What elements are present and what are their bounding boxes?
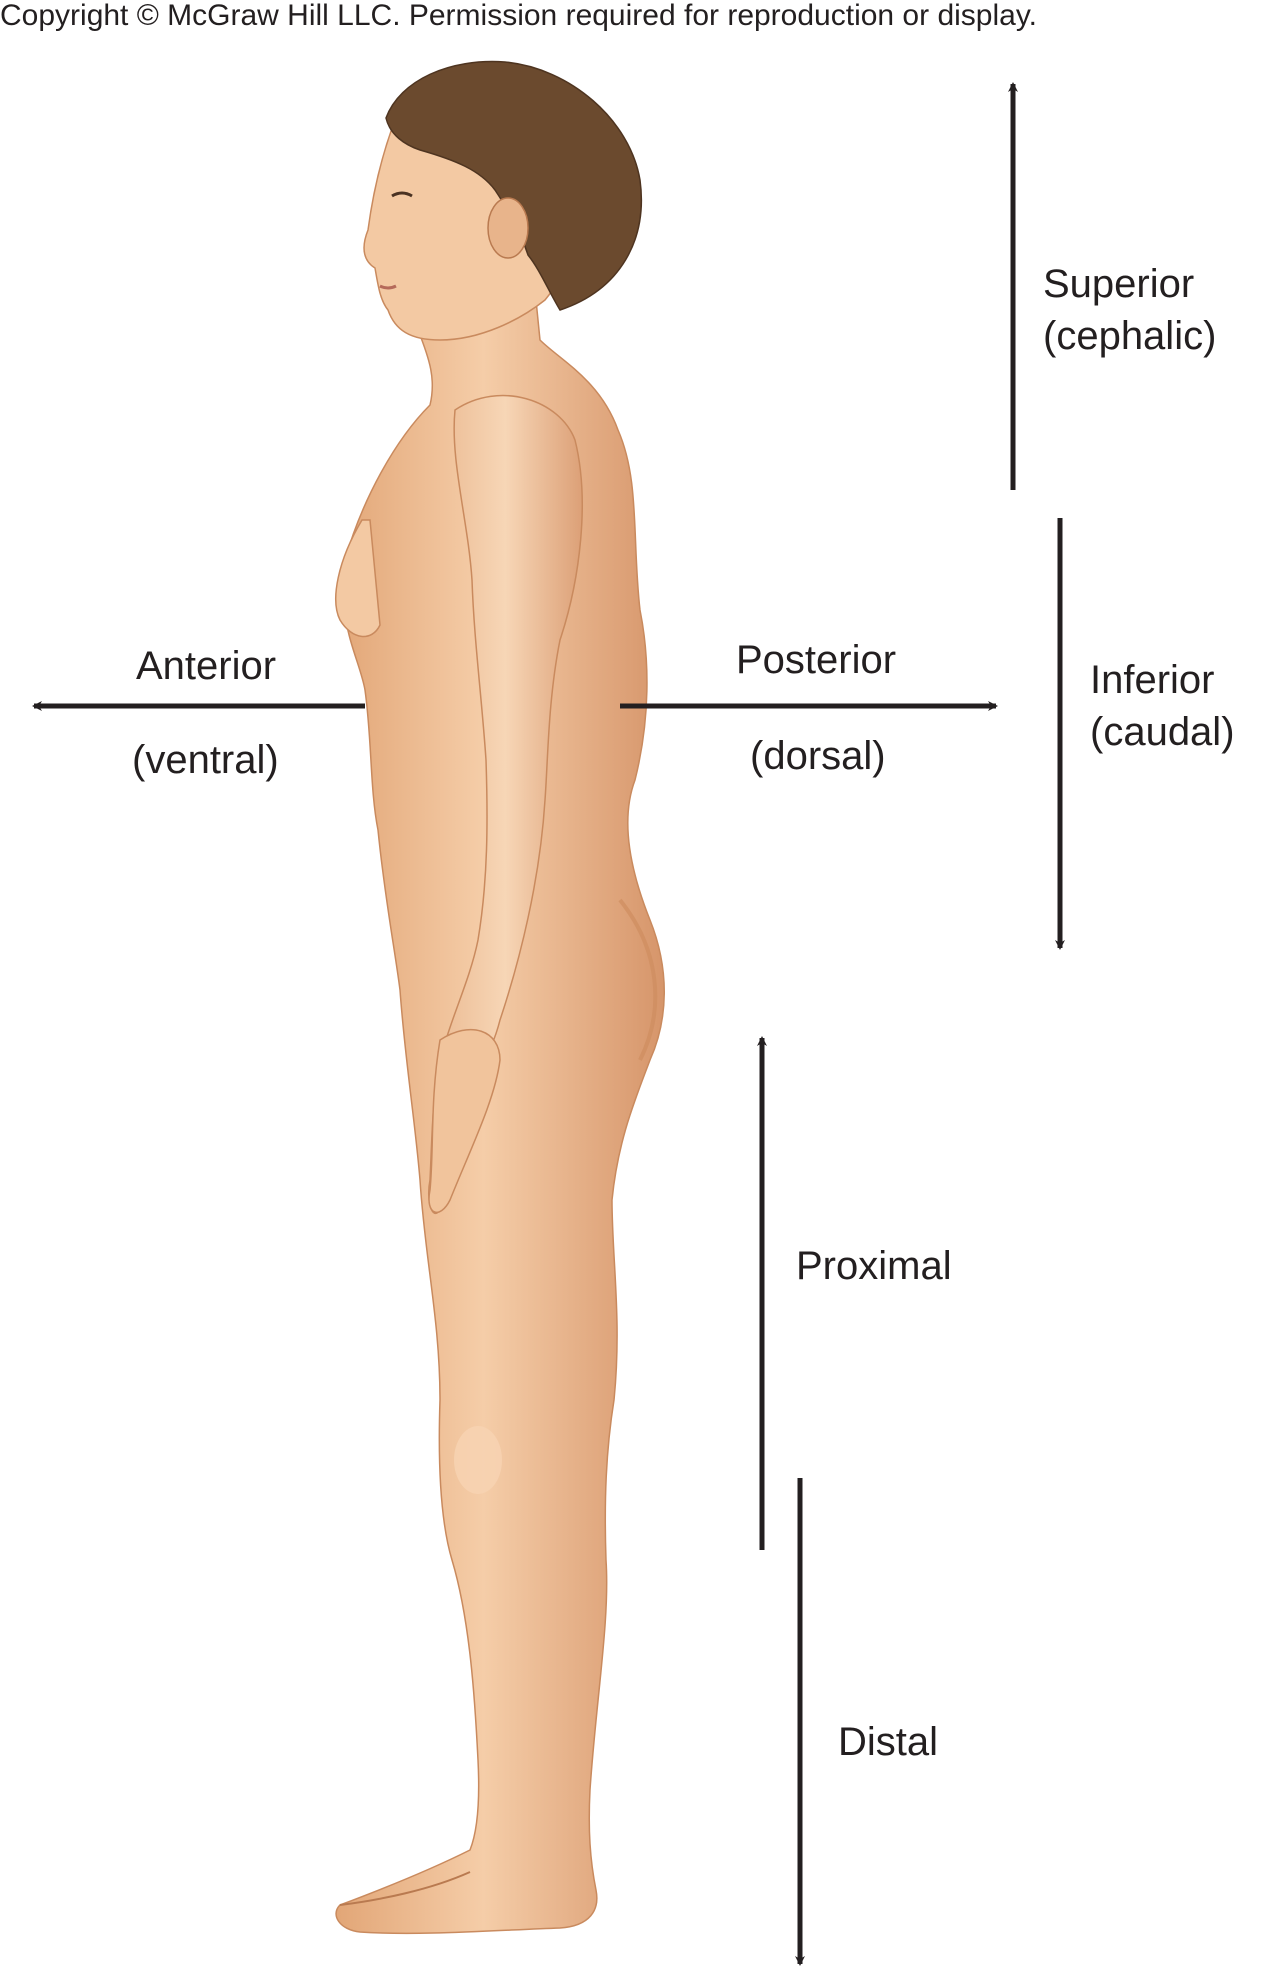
buttock-shadow [618,898,658,1061]
hair [385,60,642,311]
hand [428,1029,501,1213]
dorsal-label: (dorsal) [750,734,886,778]
lips [379,284,397,290]
knee [454,1426,502,1494]
human-figure [335,60,665,1935]
eye [391,191,413,198]
ventral-label: (ventral) [132,738,279,782]
direction-arrows [32,82,1065,1966]
breast [335,519,381,638]
copyright-notice: Copyright © McGraw Hill LLC. Permission … [0,0,1037,32]
inferior-label: Inferior [1090,658,1215,702]
superior-label: Superior [1043,262,1195,306]
cephalic-label: (cephalic) [1043,314,1217,358]
foot [339,1871,471,1906]
caudal-label: (caudal) [1090,710,1235,754]
proximal-label: Proximal [796,1244,952,1288]
anterior-label: Anterior [136,644,277,688]
distal-label: Distal [838,1720,939,1764]
posterior-label: Posterior [736,638,897,682]
ear [487,197,529,259]
body-silhouette [335,299,665,1935]
